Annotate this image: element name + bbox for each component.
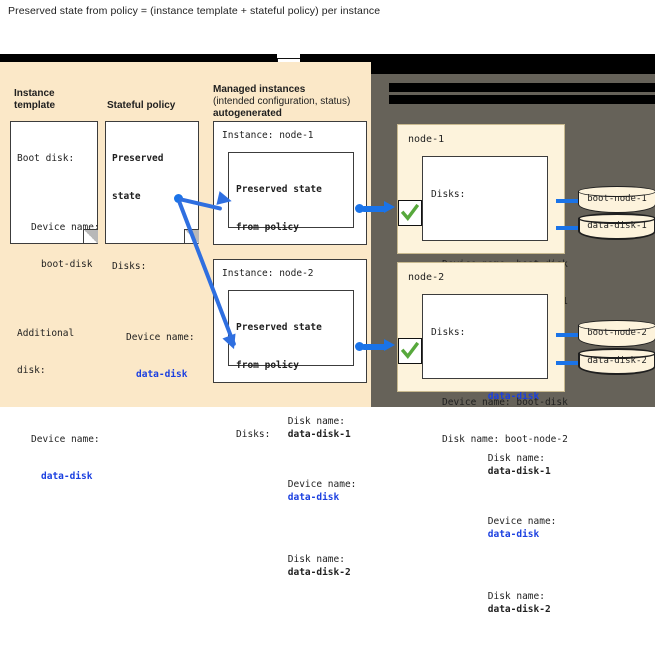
instance-label-node-1: Instance: node-1 <box>222 130 314 141</box>
boot-disk-label: Boot disk: <box>17 153 75 164</box>
node-card-node-1: node-1 Disks: Device name: boot-disk Dis… <box>397 124 568 477</box>
page-fold-corner <box>83 229 98 244</box>
column-heading-managed-instances: Managed instances (intended configuratio… <box>213 84 350 120</box>
disk-link-boot-node-1 <box>556 199 580 203</box>
disk-cylinder-label: boot-node-2 <box>587 328 647 338</box>
preserved-state-box-node-2: Preserved state from policy Disks: Devic… <box>228 290 356 578</box>
instance-label-node-2: Instance: node-2 <box>222 268 314 279</box>
disk-cylinder-data-disk-2: data-disk-2 <box>578 348 655 375</box>
stateful-policy-heading: Stateful policy <box>107 100 176 111</box>
stateful-policy-device-name-label: Device name: <box>126 331 195 343</box>
redaction-bar-right-heading-2 <box>389 95 655 104</box>
redaction-bar-right-heading-1 <box>389 83 655 92</box>
node-disks-box-node-1: Disks: Device name: boot-disk Disk name:… <box>422 156 568 477</box>
instance-template-card: Boot disk: Device name: boot-disk Additi… <box>10 121 100 482</box>
stateful-policy-disks-label: Disks: <box>112 261 147 272</box>
disk-link-boot-node-2 <box>556 333 580 337</box>
node-1-data-device-name-value: data-disk <box>487 390 540 402</box>
disk-cylinder-label: data-disk-2 <box>587 356 647 366</box>
preserved-state-heading-line2: state <box>112 190 141 202</box>
additional-disk-label-1: Additional <box>17 327 75 339</box>
node-disks-box-node-2: Disks: Device name: boot-disk Disk name:… <box>422 294 568 615</box>
disk-cylinder-label: boot-node-1 <box>587 194 647 204</box>
preserved-from-policy-line2-node-2: from policy <box>236 359 299 371</box>
disk-name-label-node-2: Disk name: <box>287 554 345 565</box>
disk-cylinder-label: data-disk-1 <box>587 221 647 231</box>
managed-instances-heading-line3: autogenerated <box>213 108 282 119</box>
node-2-data-device-name-label: Device name: <box>487 516 557 527</box>
node-2-disks-label: Disks: <box>431 327 466 338</box>
additional-disk-label-2: disk: <box>17 365 46 376</box>
green-check-icon-node-2 <box>398 338 422 364</box>
node-2-boot-device-name: Device name: boot-disk <box>442 396 568 408</box>
disk-cylinder-boot-node-1: boot-node-1 <box>578 186 655 213</box>
additional-device-name-label: Device name: <box>31 433 100 445</box>
disk-cylinder-boot-node-2: boot-node-2 <box>578 320 655 347</box>
managed-instances-heading-line2: (intended configuration, status) <box>213 96 351 107</box>
managed-instances-heading-line1: Managed instances <box>213 84 306 95</box>
node-2-data-device-name-value: data-disk <box>487 528 540 540</box>
node-2-boot-disk-name: Disk name: boot-node-2 <box>442 434 568 445</box>
column-heading-instance-template: Instance template <box>14 88 55 112</box>
device-name-value-node-2: data-disk <box>287 491 340 503</box>
disks-label-node-2: Disks: <box>236 429 271 440</box>
page-title: Preserved state from policy = (instance … <box>8 5 381 17</box>
boot-device-name-label: Device name: <box>31 221 100 233</box>
preserved-from-policy-line1-node-2: Preserved state <box>236 322 322 333</box>
managed-instance-box-node-2: Instance: node-2 Preserved state from po… <box>213 259 367 578</box>
redaction-bar-legend-mid <box>300 54 655 62</box>
node-name-node-1: node-1 <box>408 134 445 145</box>
redaction-bar-right-top <box>371 62 655 74</box>
node-2-data-disk-name-value: data-disk-2 <box>487 603 551 615</box>
disk-link-data-disk-2 <box>556 361 580 365</box>
preserved-from-policy-line2-node-1: from policy <box>236 221 299 233</box>
instance-template-heading-line1: Instance <box>14 88 55 99</box>
preserved-from-policy-line1-node-1: Preserved state <box>236 184 322 195</box>
disk-cylinder-data-disk-1: data-disk-1 <box>578 213 655 240</box>
disk-link-data-disk-1 <box>556 226 580 230</box>
managed-instance-box-node-1: Instance: node-1 Preserved state from po… <box>213 121 367 440</box>
node-2-data-disk-name-label: Disk name: <box>487 591 545 602</box>
preserved-state-heading-line1: Preserved <box>112 153 164 164</box>
preserved-state-box-node-1: Preserved state from policy Disks: Devic… <box>228 152 356 440</box>
legend-band <box>0 27 655 90</box>
node-1-disks-label: Disks: <box>431 189 466 200</box>
stateful-policy-device-name-value: data-disk <box>136 369 188 380</box>
additional-device-name-value: data-disk <box>41 471 93 482</box>
disk-name-value-node-2: data-disk-2 <box>287 566 351 578</box>
node-name-node-2: node-2 <box>408 272 445 283</box>
node-card-node-2: node-2 Disks: Device name: boot-disk Dis… <box>397 262 568 615</box>
green-check-icon-node-1 <box>398 200 422 226</box>
column-heading-stateful-policy: Stateful policy <box>107 100 175 112</box>
instance-template-heading-line2: template <box>14 100 56 111</box>
device-name-label-node-2: Device name: <box>287 479 357 490</box>
boot-device-name-value: boot-disk <box>41 259 93 270</box>
stateful-policy-card: Preserved state Disks: Device name: data… <box>105 121 199 380</box>
